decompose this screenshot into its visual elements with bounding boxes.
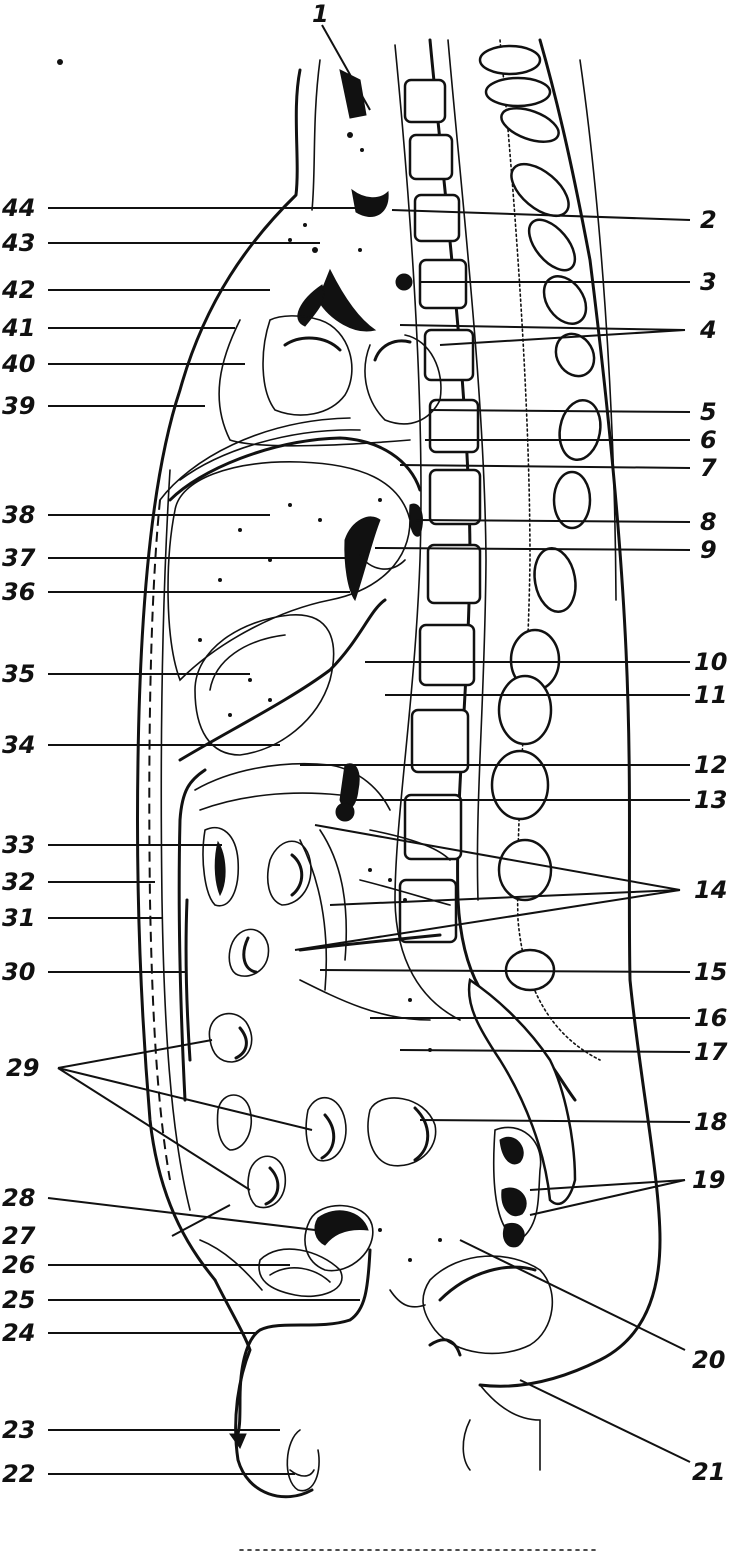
label-31: 31 <box>2 904 35 932</box>
label-39: 39 <box>2 392 35 420</box>
label-36: 36 <box>2 578 35 606</box>
label-30: 30 <box>2 958 35 986</box>
body-outline <box>136 38 662 1551</box>
label-32: 32 <box>2 868 35 896</box>
label-2: 2 <box>700 206 717 234</box>
label-11: 11 <box>694 681 727 709</box>
label-24: 24 <box>2 1319 35 1347</box>
label-41: 41 <box>1 314 35 342</box>
label-22: 22 <box>2 1460 35 1488</box>
leader-lines <box>47 24 691 1475</box>
label-23: 23 <box>2 1416 35 1444</box>
label-26: 26 <box>2 1251 35 1279</box>
spinous-processes <box>478 44 602 992</box>
intestine-loops <box>177 768 554 1450</box>
label-44: 44 <box>1 194 35 222</box>
label-16: 16 <box>694 1004 727 1032</box>
upper-organs <box>159 69 442 822</box>
label-10: 10 <box>694 648 727 676</box>
label-1: 1 <box>312 0 329 28</box>
label-8: 8 <box>700 508 717 536</box>
label-28: 28 <box>2 1184 35 1212</box>
label-40: 40 <box>1 350 35 378</box>
label-25: 25 <box>2 1286 35 1314</box>
label-12: 12 <box>694 751 727 779</box>
label-4: 4 <box>699 316 717 344</box>
label-7: 7 <box>700 454 717 482</box>
label-17: 17 <box>694 1038 728 1066</box>
label-29: 29 <box>6 1054 39 1082</box>
label-20: 20 <box>692 1346 725 1374</box>
label-14: 14 <box>694 876 727 904</box>
label-15: 15 <box>694 958 727 986</box>
label-21: 21 <box>692 1458 725 1486</box>
label-3: 3 <box>700 268 717 296</box>
label-18: 18 <box>694 1108 727 1136</box>
label-13: 13 <box>694 786 727 814</box>
label-38: 38 <box>2 501 35 529</box>
label-6: 6 <box>700 426 717 454</box>
vertebral-column <box>394 38 601 1206</box>
label-42: 42 <box>1 276 35 304</box>
label-5: 5 <box>700 398 717 426</box>
label-19: 19 <box>692 1166 725 1194</box>
label-35: 35 <box>2 660 35 688</box>
label-33: 33 <box>2 831 35 859</box>
label-37: 37 <box>2 544 36 572</box>
label-43: 43 <box>1 229 35 257</box>
label-34: 34 <box>2 731 35 759</box>
label-9: 9 <box>700 536 717 564</box>
number-labels: 1 44 43 42 41 40 39 38 37 36 35 34 33 32… <box>1 0 728 1488</box>
label-27: 27 <box>2 1222 36 1250</box>
